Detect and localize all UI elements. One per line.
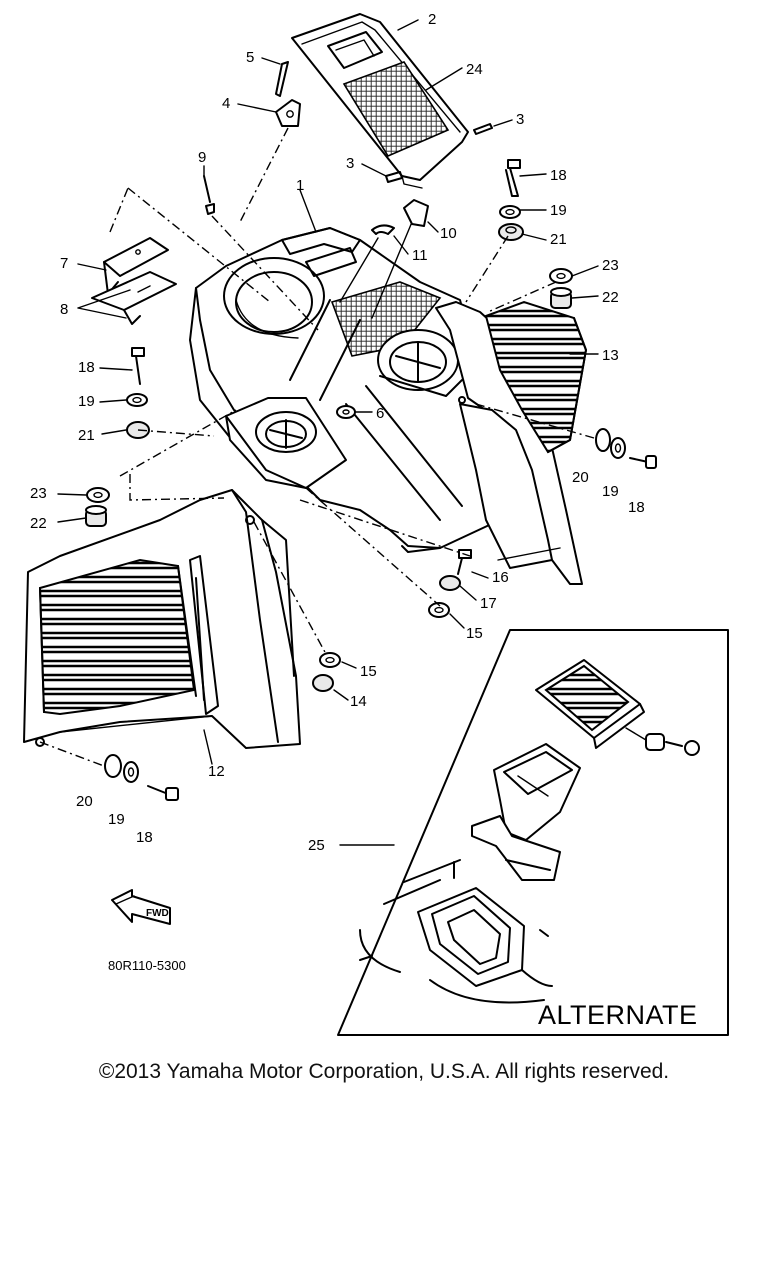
right-side-cover [435, 300, 588, 585]
callout-label: 3 [516, 111, 524, 128]
alignment-lines [39, 127, 595, 767]
callout-label: 10 [440, 225, 457, 242]
callout-label: 20 [572, 469, 589, 486]
clip-10 [403, 199, 429, 227]
right-round-vent [377, 329, 463, 397]
washer-20-bottom [104, 754, 122, 778]
callout-label: 7 [60, 255, 68, 272]
callout-label: 15 [360, 663, 377, 680]
alternate-label: ALTERNATE [538, 1000, 698, 1030]
callout-label: 18 [136, 829, 153, 846]
bolt-5 [275, 61, 289, 97]
grommet-6 [336, 405, 356, 419]
callout-label: 1 [296, 177, 304, 194]
callout-label: 3 [346, 155, 354, 172]
callout-label: 2 [428, 11, 436, 28]
exploded-parts-diagram: FWD 2 24 3 3 5 4 9 1 18 19 21 10 11 7 8 … [23, 11, 729, 1036]
callout-leaders [57, 19, 599, 846]
callout-label: 13 [602, 347, 619, 364]
nut-17 [439, 575, 461, 591]
callout-label: 18 [550, 167, 567, 184]
callout-numbers: 2 24 3 3 5 4 9 1 18 19 21 10 11 7 8 23 2… [30, 11, 645, 854]
washer-19-left [126, 393, 148, 407]
callout-label: 11 [412, 247, 428, 264]
callout-label: 18 [628, 499, 645, 516]
fwd-label: FWD [146, 908, 169, 919]
left-side-cover [23, 489, 301, 749]
callout-label: 23 [602, 257, 619, 274]
callout-label: 9 [198, 149, 206, 166]
fastener-18-top [505, 159, 521, 197]
nut-14 [312, 674, 334, 692]
clip-11 [371, 224, 395, 235]
callout-label: 22 [30, 515, 47, 532]
callout-label: 25 [308, 837, 325, 854]
grommet-23-right [549, 268, 573, 284]
callout-label: 23 [30, 485, 47, 502]
pin-3-left [385, 171, 403, 183]
callout-label: 19 [108, 811, 125, 828]
callout-label: 21 [78, 427, 95, 444]
pin-3-right [473, 123, 493, 135]
copyright-notice: ©2013 Yamaha Motor Corporation, U.S.A. A… [98, 1060, 670, 1083]
callout-label: 5 [246, 49, 254, 66]
alternate-inset [337, 629, 729, 1036]
collar-22-right [550, 287, 572, 309]
callout-label: 8 [60, 301, 68, 318]
washer-19-top [499, 205, 521, 219]
callout-label: 16 [492, 569, 509, 586]
bolt-18-bottom [147, 785, 179, 801]
callout-label: 17 [480, 595, 497, 612]
bracket-8 [91, 271, 177, 325]
main-fender-body [189, 227, 501, 553]
callout-label: 21 [550, 231, 567, 248]
washer-20-right [595, 428, 611, 452]
cable-lines [339, 221, 413, 319]
nut-21-top [498, 223, 524, 241]
callout-label: 20 [76, 793, 93, 810]
top-cover-panel [291, 13, 469, 189]
callout-label: 15 [466, 625, 483, 642]
bolt-18-right [629, 455, 657, 469]
forward-direction-arrow: FWD [111, 889, 171, 925]
collar-22-left [85, 505, 107, 527]
callout-label: 14 [350, 693, 367, 710]
callout-label: 24 [466, 61, 483, 78]
washer-19-bottom [123, 761, 139, 783]
washer-19-right [610, 437, 626, 459]
fastener-18-left [131, 347, 145, 385]
grommet-15-mid [319, 652, 341, 668]
callout-label: 19 [78, 393, 95, 410]
callout-label: 12 [208, 763, 225, 780]
callout-label: 6 [376, 405, 384, 422]
grommet-15-right [428, 602, 450, 618]
callout-label: 18 [78, 359, 95, 376]
grommet-23-left [86, 487, 110, 503]
rod-9 [203, 175, 215, 215]
diagram-code: 80R110-5300 [108, 958, 186, 973]
left-tray-vent [225, 397, 347, 489]
callout-label: 19 [550, 202, 567, 219]
callout-label: 22 [602, 289, 619, 306]
bracket-4 [275, 99, 301, 127]
callout-label: 4 [222, 95, 230, 112]
callout-label: 19 [602, 483, 619, 500]
